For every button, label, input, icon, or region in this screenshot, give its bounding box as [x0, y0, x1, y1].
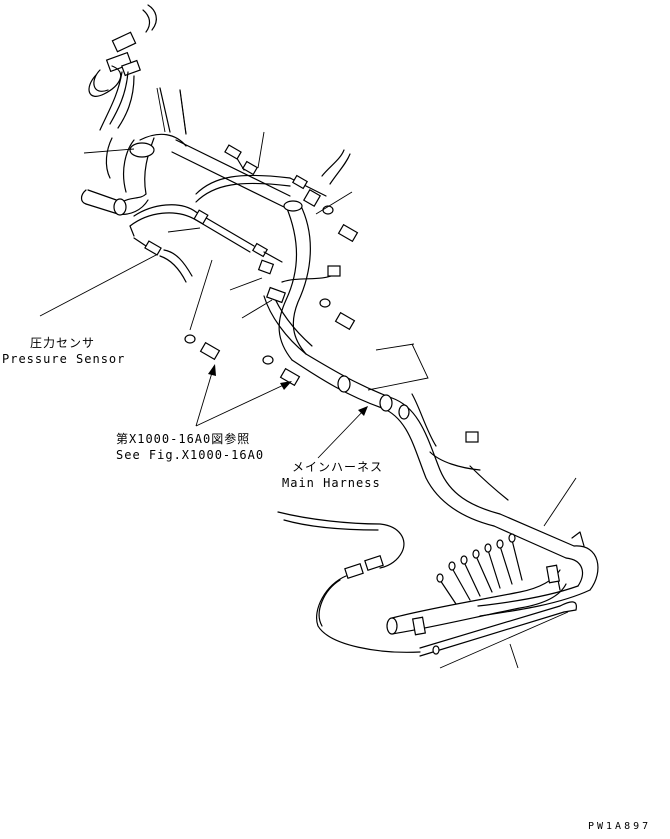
main-harness-label-en: Main Harness: [282, 476, 381, 490]
see-fig-label-jp: 第X1000-16A0図参照: [116, 432, 251, 446]
main-harness-run: [291, 353, 599, 617]
fasteners: [184, 205, 359, 387]
pressure-sensor-tubes: [129, 204, 283, 283]
upper-tube-run: [171, 139, 351, 209]
long-wire: [277, 511, 421, 653]
arrows: [195, 364, 368, 459]
upper-connector-assembly: [88, 4, 187, 135]
pressure-sensor-label-jp: 圧力センサ: [30, 336, 96, 350]
middle-harness-section: [257, 200, 341, 361]
main-harness-label-jp: メインハーネス: [292, 460, 384, 474]
see-fig-label-en: See Fig.X1000-16A0: [116, 448, 265, 462]
pressure-sensor-label-en: Pressure Sensor: [2, 352, 126, 366]
left-elbow-hose: [80, 133, 187, 216]
leader-lines: [39, 87, 577, 669]
drawing-code: PW1A897: [588, 821, 652, 832]
lower-hose-assembly: [386, 533, 577, 657]
